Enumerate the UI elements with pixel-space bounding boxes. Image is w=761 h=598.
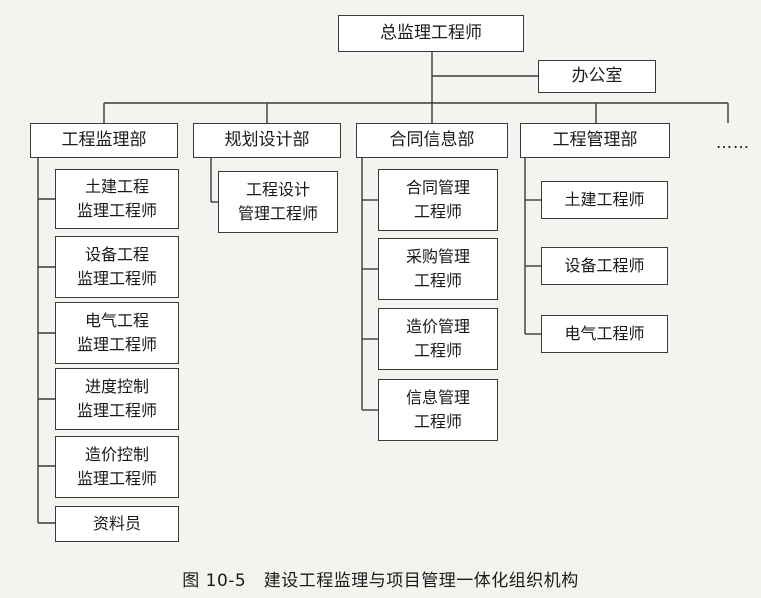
member-electrical-supervising-engineer: 电气工程 监理工程师 (55, 302, 179, 364)
member-document-clerk: 资料员 (55, 506, 179, 542)
member-schedule-control-supervising-engineer: 进度控制 监理工程师 (55, 368, 179, 430)
figure-caption: 图 10-5 建设工程监理与项目管理一体化组织机构 (182, 571, 579, 591)
dept-engineering-management: 工程管理部 (520, 123, 670, 158)
member-equipment-supervising-engineer: 设备工程 监理工程师 (55, 236, 179, 298)
member-cost-management-engineer: 造价管理 工程师 (378, 308, 498, 370)
more-departments-ellipsis: …… (716, 133, 750, 152)
member-civil-supervising-engineer: 土建工程 监理工程师 (55, 169, 179, 229)
member-equipment-engineer: 设备工程师 (541, 247, 668, 285)
member-cost-control-supervising-engineer: 造价控制 监理工程师 (55, 436, 179, 498)
chief-supervising-engineer-box: 总监理工程师 (338, 15, 524, 52)
member-information-management-engineer: 信息管理 工程师 (378, 379, 498, 441)
dept-planning-design: 规划设计部 (193, 123, 341, 158)
office-box: 办公室 (538, 60, 656, 93)
member-design-management-engineer: 工程设计 管理工程师 (218, 171, 338, 233)
dept-contract-information: 合同信息部 (356, 123, 508, 158)
dept-engineering-supervision: 工程监理部 (30, 123, 178, 158)
member-contract-management-engineer: 合同管理 工程师 (378, 169, 498, 231)
member-electrical-engineer: 电气工程师 (541, 315, 668, 353)
member-civil-engineer: 土建工程师 (541, 181, 668, 219)
member-procurement-management-engineer: 采购管理 工程师 (378, 238, 498, 300)
